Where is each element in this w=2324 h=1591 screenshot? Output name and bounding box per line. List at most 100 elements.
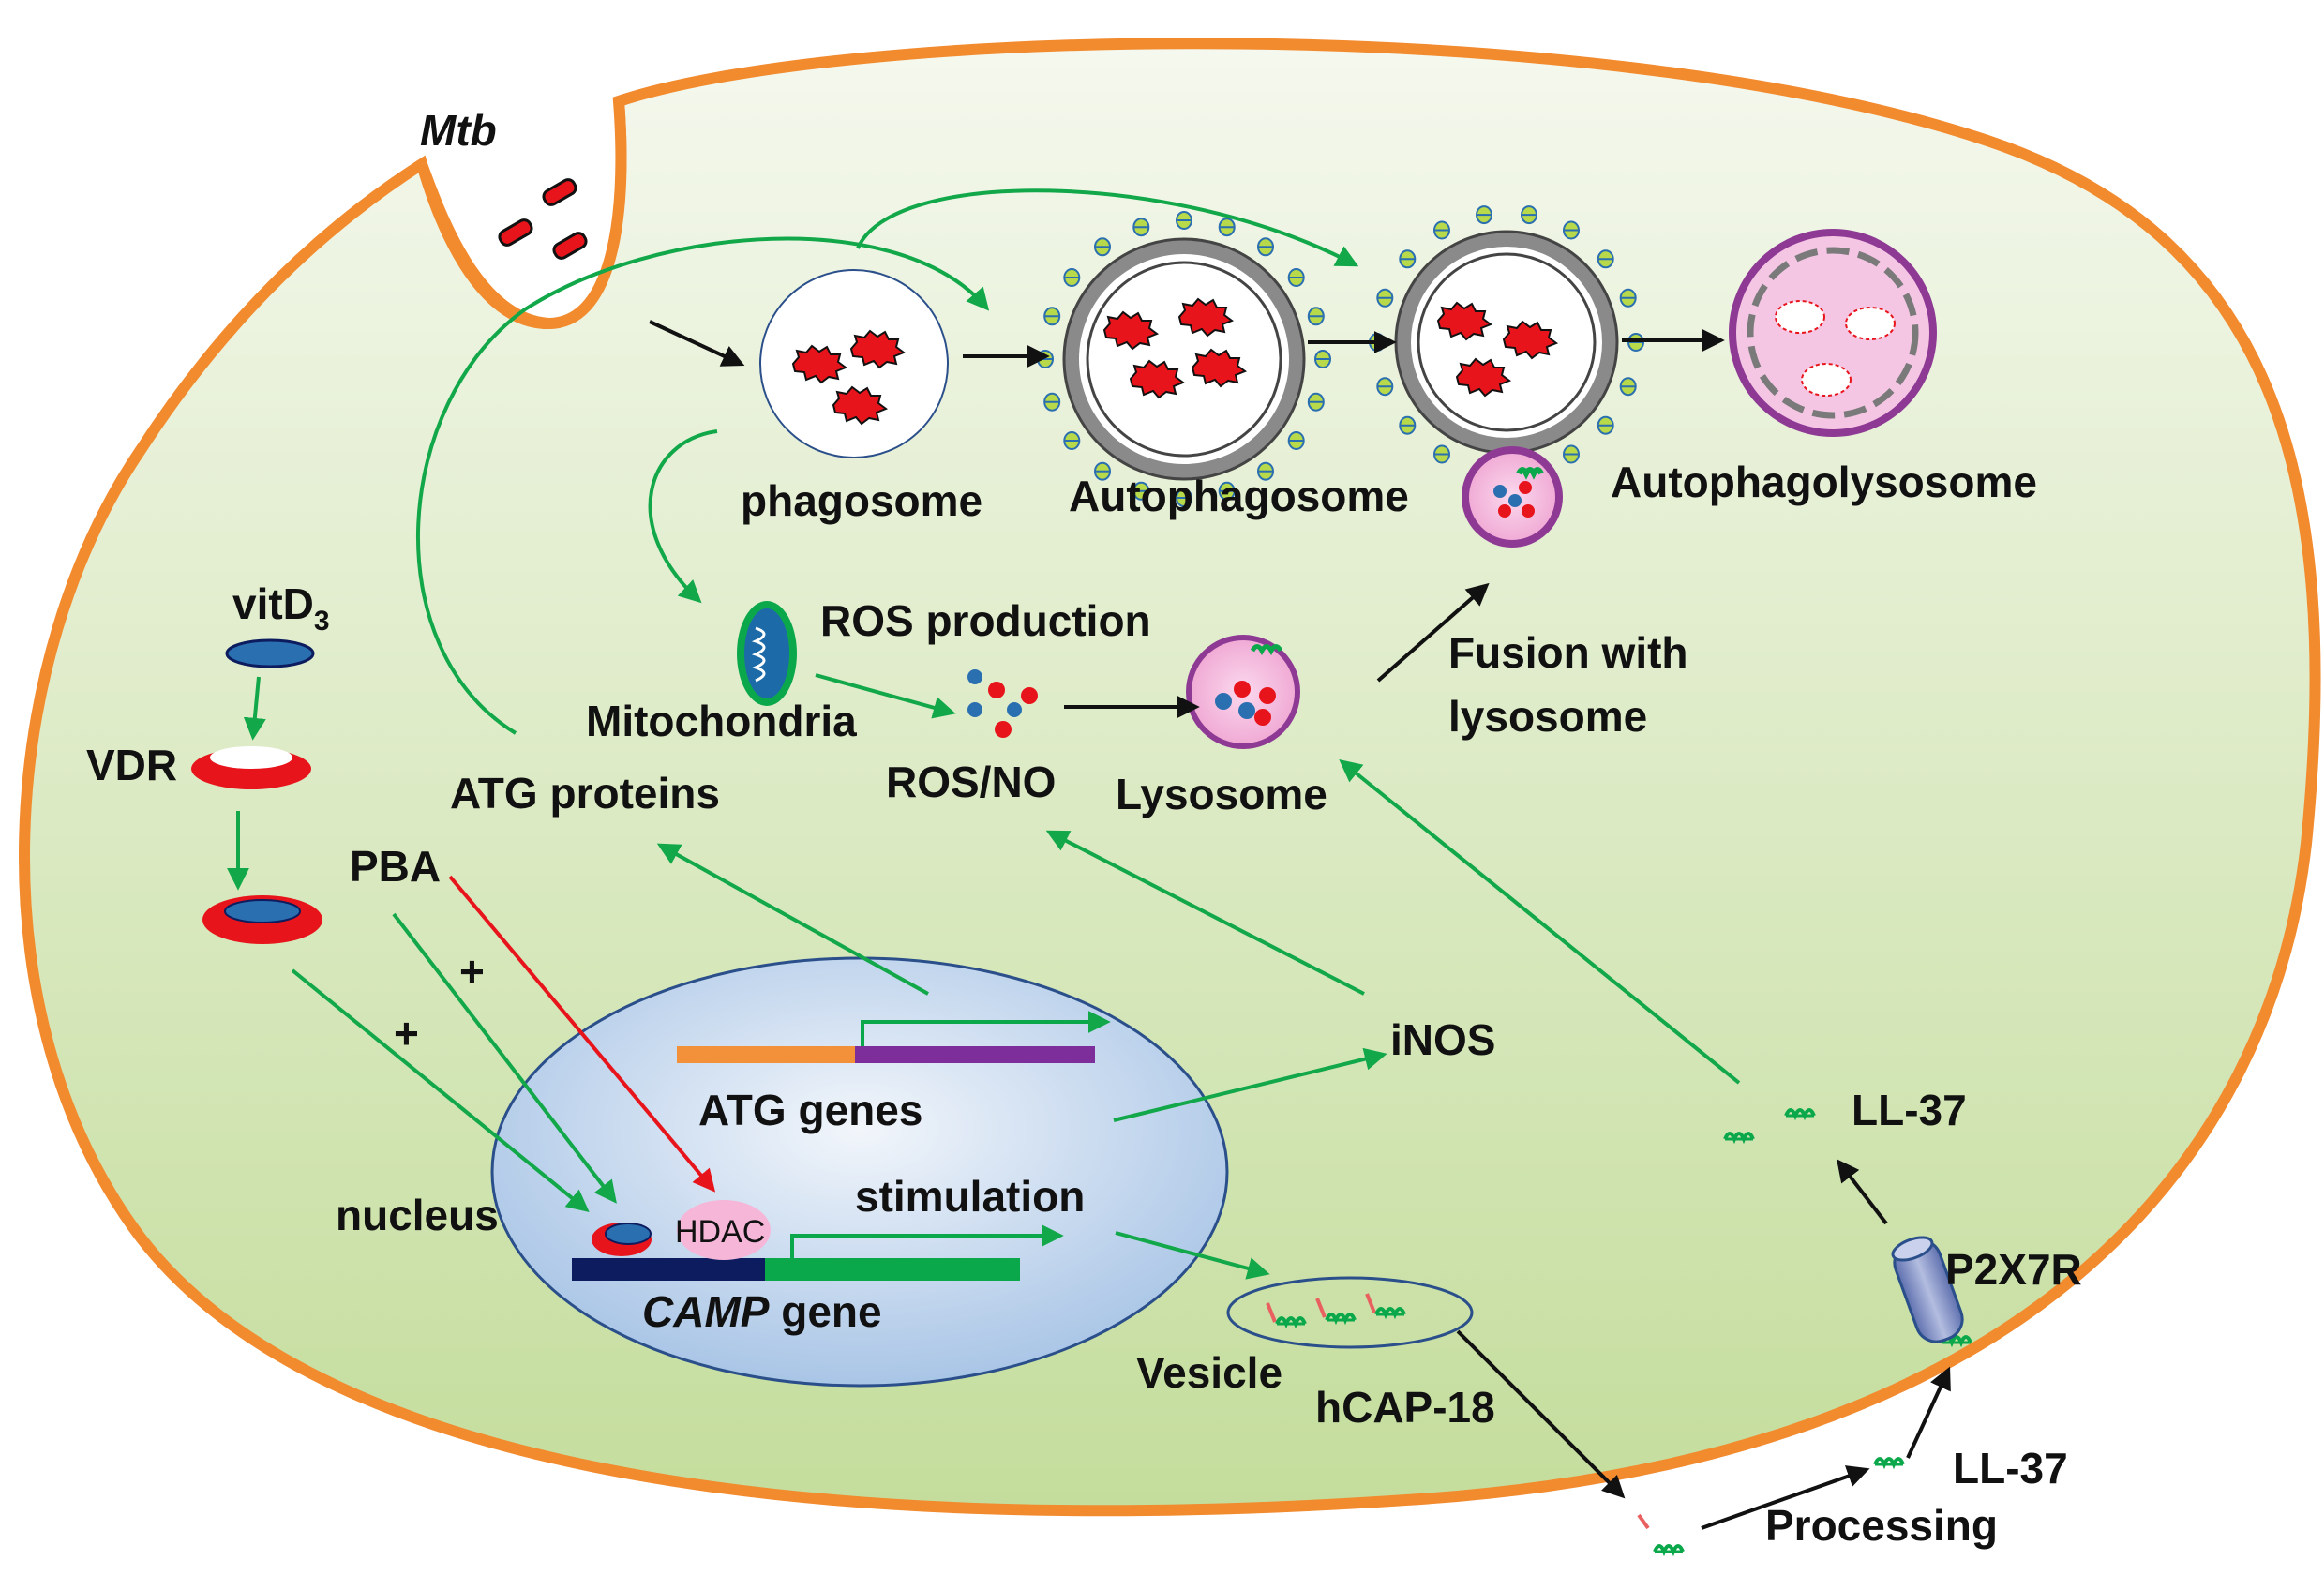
lysosome-organelle: [1186, 635, 1300, 749]
atg-bead: [1597, 249, 1614, 269]
label-inos: iNOS: [1390, 1015, 1495, 1064]
ll37-peptide: [1873, 1457, 1905, 1466]
arrow-entry-to-phagosome: [649, 320, 745, 367]
label-plus-pba: +: [459, 947, 485, 996]
label-ros-no: ROS/NO: [886, 758, 1056, 806]
label-hcap18: hCAP-18: [1315, 1383, 1495, 1432]
label-hdac: HDAC: [675, 1214, 765, 1250]
label-phagosome: phagosome: [741, 476, 982, 525]
atg-bead: [1307, 307, 1325, 326]
camp-transcription-arrow: [790, 1224, 1064, 1258]
arrow-p2x7r-to-ll37: [1837, 1159, 1888, 1225]
atg-bead: [1476, 205, 1492, 225]
atg-bead: [1176, 211, 1192, 230]
atg-bead: [1287, 268, 1305, 287]
mitochondria-organelle: [737, 601, 797, 706]
label-atg-genes: ATG genes: [698, 1086, 922, 1134]
hdac-protein: [677, 1200, 771, 1260]
arrow-camp-to-vesicle: [1115, 1231, 1270, 1280]
arrow-nucleus-to-inos: [1113, 1047, 1387, 1122]
atg-bead: [1563, 444, 1580, 464]
camp-gene-coding: [765, 1258, 1020, 1281]
arrow-processing: [1701, 1465, 1870, 1530]
label-vitd3: vitD3: [232, 579, 330, 637]
arrow-vesicle-release: [1456, 1329, 1626, 1499]
autophagolysosome-vesicle: [1729, 229, 1937, 437]
label-ros-production: ROS production: [820, 596, 1151, 645]
degraded-mtb: [1775, 300, 1896, 397]
atg-bead: [1399, 415, 1417, 435]
small-lysosome-fusing: [1462, 446, 1563, 548]
label-nucleus: nucleus: [336, 1191, 499, 1239]
label-vdr: VDR: [86, 741, 177, 789]
label-mtb: Mtb: [420, 106, 497, 155]
arrow-mitochondria-to-ros: [815, 673, 956, 719]
label-atg-proteins: ATG proteins: [450, 769, 720, 818]
label-autophagosome: Autophagosome: [1069, 472, 1409, 520]
vdr-vitd3-complex: [202, 895, 322, 944]
atg-bead: [1063, 431, 1081, 450]
arrow-lysosome-fusion: [1376, 582, 1490, 683]
atg-bead: [1563, 220, 1580, 240]
atg-gene-coding: [855, 1046, 1095, 1063]
arrow-ll37-to-p2x7r: [1906, 1366, 1951, 1459]
vitd3-molecule: [225, 638, 315, 668]
atg-bead: [1376, 288, 1394, 308]
camp-gene-promoter: [572, 1258, 767, 1281]
atg-bead: [1132, 218, 1150, 237]
atg-bead: [1287, 431, 1305, 450]
atg-bead: [1314, 350, 1331, 368]
label-processing: Processing: [1765, 1501, 1998, 1550]
label-autophagolysosome: Autophagolysosome: [1611, 458, 2037, 506]
label-p2x7r: P2X7R: [1945, 1245, 2082, 1294]
atg-bead: [1597, 415, 1614, 435]
arrow-atg-to-fusing-autophagosome: [856, 188, 1359, 267]
arrow-pba-to-camp: [392, 912, 617, 1204]
cleaved-peptide: [1637, 1513, 1685, 1553]
label-fusion-with: Fusion with: [1448, 628, 1688, 677]
atg-bead: [1257, 237, 1274, 257]
atg-bead: [1433, 444, 1450, 464]
label-vesicle: Vesicle: [1136, 1348, 1282, 1397]
arrow-phagosome-to-mitochondria: [648, 429, 718, 604]
arrow-inos-to-ros: [1045, 830, 1365, 996]
vesicle: [1226, 1276, 1474, 1349]
label-mitochondria: Mitochondria: [586, 697, 857, 745]
vdr-complex-on-gene: [592, 1223, 652, 1256]
atg-bead: [1043, 307, 1061, 326]
vdr-receptor: [191, 746, 311, 789]
label-camp-gene: CAMP gene: [642, 1287, 882, 1336]
arrow-ll37-to-lysosome: [1339, 758, 1741, 1085]
label-stimulation: stimulation: [855, 1172, 1085, 1221]
p2x7r-receptor: [1891, 1236, 1964, 1343]
arrow-atg-genes-to-proteins: [656, 843, 929, 996]
atg-bead: [1619, 377, 1637, 397]
atg-bead: [1037, 350, 1054, 368]
atg-bead: [1619, 288, 1637, 308]
arrow-pba-inhibits-hdac: [448, 875, 716, 1193]
mtb-engulfment-pocket: [416, 100, 627, 330]
atg-bead: [1376, 377, 1394, 397]
arrow-complex-to-camp: [291, 968, 590, 1213]
atg-bead: [1063, 268, 1081, 287]
atg-bead: [1433, 220, 1450, 240]
label-fusion-lysosome: lysosome: [1448, 692, 1647, 741]
phagosome-vesicle: [759, 269, 949, 458]
atg-bead: [1218, 218, 1236, 237]
atg-gene-promoter: [677, 1046, 857, 1063]
atg-bead: [1043, 392, 1061, 412]
label-plus-vdr: +: [394, 1009, 419, 1058]
label-ll37-upper: LL-37: [1852, 1086, 1967, 1134]
atg-bead: [1094, 237, 1111, 257]
label-pba: PBA: [350, 842, 441, 891]
arrow-vitd3-to-vdr: [243, 676, 266, 741]
autophagosome-vesicle: [1062, 237, 1306, 481]
atg-transcription-arrow: [861, 1011, 1111, 1046]
ros-no-molecules: [967, 669, 1038, 738]
atg-bead: [1399, 249, 1417, 269]
atg-bead: [1521, 205, 1537, 225]
atg-bead: [1307, 392, 1325, 412]
hcap18-peptides: [1266, 1293, 1406, 1326]
label-ll37-lower: LL-37: [1953, 1444, 2068, 1493]
